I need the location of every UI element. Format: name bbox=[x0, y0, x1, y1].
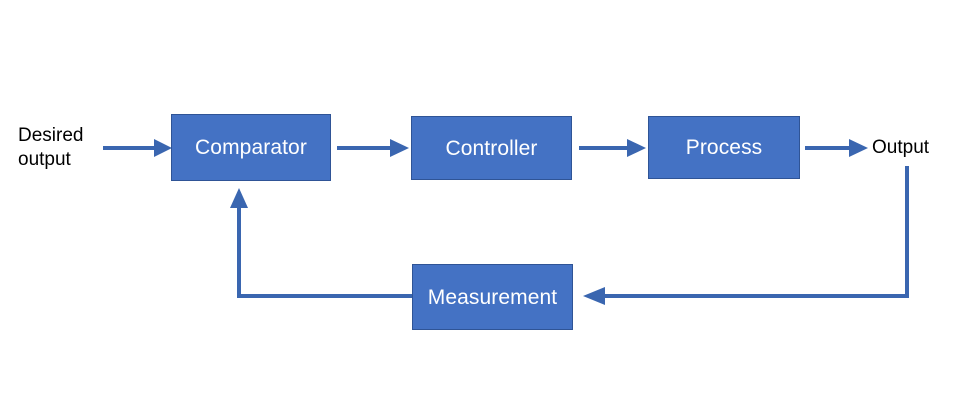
block-process[interactable]: Process bbox=[648, 116, 800, 179]
connector-process-to-output bbox=[805, 139, 868, 157]
block-controller-label: Controller bbox=[445, 136, 538, 160]
block-comparator[interactable]: Comparator bbox=[171, 114, 331, 181]
connector-comparator-to-controller bbox=[337, 139, 409, 157]
block-measurement-label: Measurement bbox=[427, 285, 558, 309]
block-measurement[interactable]: Measurement bbox=[412, 264, 573, 330]
label-desired-output: Desired output bbox=[18, 125, 84, 170]
connector-measurement-to-comparator bbox=[230, 188, 415, 298]
connector-output-to-measurement bbox=[583, 166, 909, 305]
block-controller[interactable]: Controller bbox=[411, 116, 572, 180]
label-output: Output bbox=[872, 137, 930, 158]
connector-controller-to-process bbox=[579, 139, 646, 157]
connector-desired-to-comparator bbox=[103, 139, 172, 157]
block-process-label: Process bbox=[685, 136, 763, 159]
block-comparator-label: Comparator bbox=[195, 136, 307, 159]
